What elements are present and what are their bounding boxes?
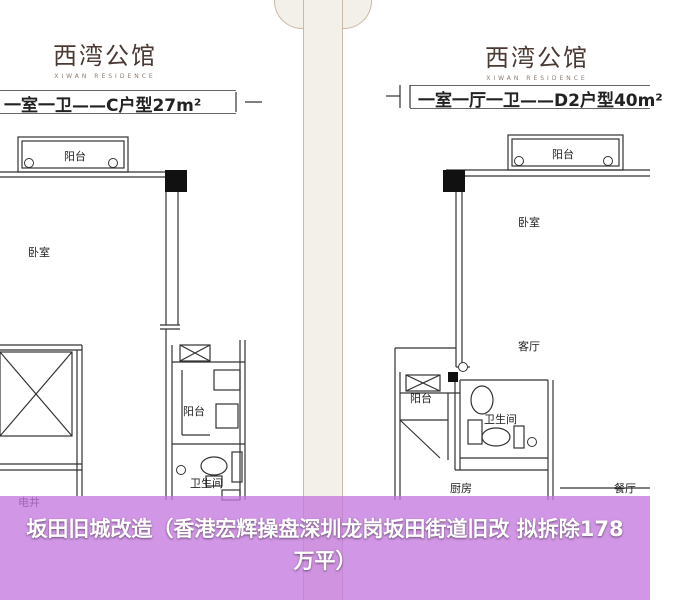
outlet-icon (108, 158, 118, 168)
outlet-icon (458, 362, 468, 372)
plan-title-c: 一室一卫——C户型27m² (4, 96, 202, 116)
brand-subtitle: XIWAN RESIDENCE (54, 73, 156, 80)
title-bar-right (410, 85, 650, 109)
article-headline: 坂田旧城改造（香港宏辉操盘深圳龙岗坂田街道旧改 拟拆除178万平） (26, 517, 624, 573)
room-label-bathroom: 卫生间 (190, 477, 223, 490)
room-label-bathroom: 卫生间 (484, 413, 517, 426)
room-label-bedroom: 卧室 (28, 246, 50, 259)
outlet-icon (514, 156, 524, 166)
brand-logo-left: 西湾公馆 XIWAN RESIDENCE (40, 36, 170, 80)
structural-column (448, 372, 458, 382)
caption-banner (0, 496, 650, 600)
room-label-living: 客厅 (518, 340, 540, 353)
room-label-balcony: 阳台 (552, 148, 574, 161)
brand-name: 西湾公馆 (53, 42, 157, 70)
outlet-icon (24, 158, 34, 168)
structural-column (443, 170, 465, 192)
outlet-icon (176, 465, 186, 475)
room-label-side-balcony: 阳台 (410, 392, 432, 405)
structural-column (165, 170, 187, 192)
outlet-icon (603, 156, 613, 166)
brand-name: 西湾公馆 (485, 44, 589, 72)
outlet-icon (527, 437, 537, 447)
room-label-kitchen: 厨房 (450, 482, 472, 495)
room-label-bedroom: 卧室 (518, 216, 540, 229)
brand-logo-right: 西湾公馆 XIWAN RESIDENCE (472, 38, 602, 82)
title-bar-left (0, 90, 236, 114)
brand-subtitle: XIWAN RESIDENCE (486, 75, 588, 82)
room-label-dining: 餐厅 (614, 482, 636, 495)
room-label-side-balcony: 阳台 (183, 405, 205, 418)
plan-title-d2: 一室一厅一卫——D2户型40m² (418, 91, 663, 111)
room-label-balcony: 阳台 (64, 150, 86, 163)
